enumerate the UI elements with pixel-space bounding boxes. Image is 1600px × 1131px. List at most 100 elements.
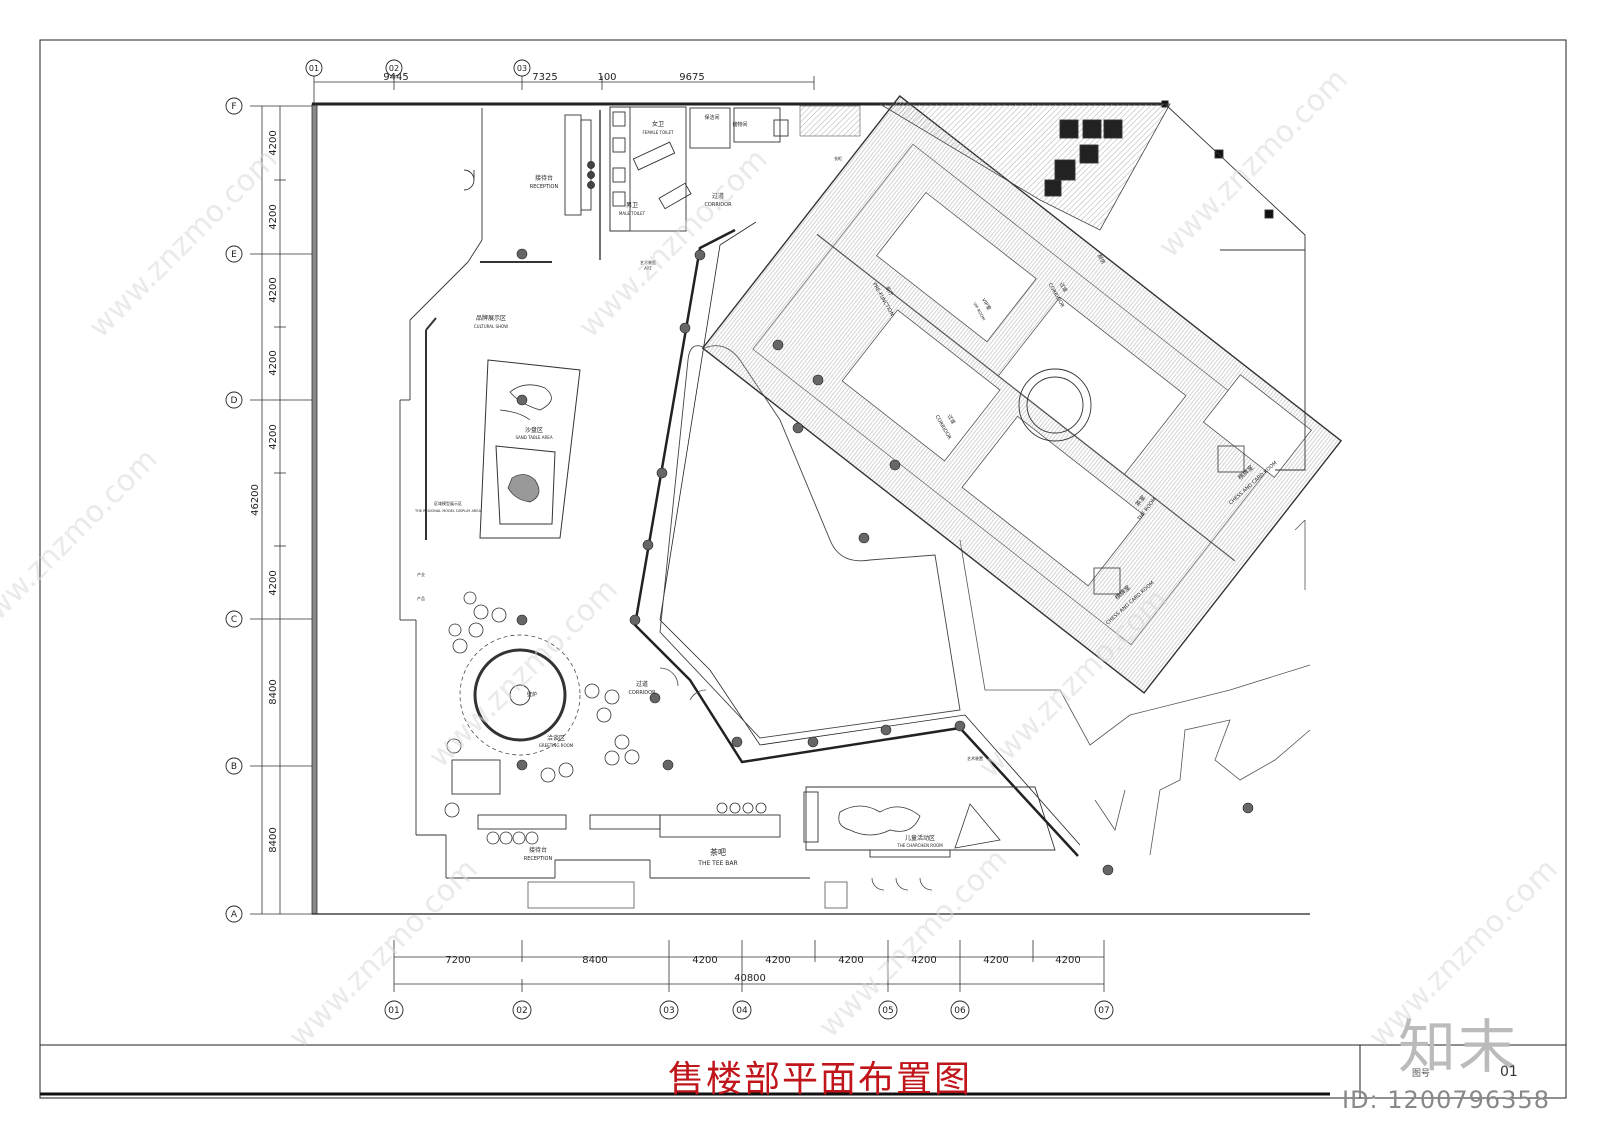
label-teabar-en: THE TEE BAR — [697, 860, 737, 867]
label-greeting-cn: 洽谈区 — [547, 734, 565, 742]
svg-text:www.znzmo.com: www.znzmo.com — [82, 142, 285, 345]
image-id: ID: 1200796358 — [1342, 1086, 1550, 1114]
label-reception2-en: RECEPTION — [524, 856, 553, 862]
label-cleaning: 保洁间 — [704, 114, 719, 121]
svg-text:www.znzmo.com: www.znzmo.com — [812, 842, 1015, 1045]
bottom-axis-label: 02 — [516, 1006, 527, 1016]
bottom-dim-value: 7200 — [445, 955, 470, 966]
label-corridor-r1-cn: 过道 — [946, 413, 957, 425]
bottom-axis-label: 01 — [388, 1006, 399, 1016]
bottom-axis-label: 04 — [736, 1006, 748, 1016]
greeting-lounge — [451, 634, 1056, 858]
bottom-dim-value: 4200 — [1055, 955, 1080, 966]
structural-columns — [516, 248, 1254, 876]
label-male-toilet: 男卫 — [626, 202, 638, 209]
label-regional-en: THE REGIONAL MODEL DISPLAY AREA — [414, 509, 482, 513]
left-dim-value: 4200 — [268, 204, 279, 229]
left-axis-label: A — [231, 910, 238, 920]
bottom-dim-value: 4200 — [692, 955, 717, 966]
bottom-dim-value: 4200 — [983, 955, 1008, 966]
top-axis-bubbles — [305, 59, 531, 77]
label-corridor-r2-cn: 过道 — [1058, 281, 1069, 293]
left-dim-value: 8400 — [268, 679, 279, 704]
left-axis-label: C — [231, 615, 237, 625]
top-axis-label: 01 — [309, 64, 319, 73]
label-greeting-en: GREETING ROOM — [539, 743, 574, 748]
bottom-dimension-line — [393, 940, 1105, 992]
label-corridor-mid-cn: 过道 — [636, 680, 648, 688]
label-culture-en: CULTURAL SHOW — [474, 324, 508, 329]
left-dim-value: 4200 — [268, 350, 279, 375]
label-corridor-top-cn: 过道 — [712, 192, 724, 200]
rotated-building — [701, 94, 1343, 694]
label-male-toilet-en: MALE TOILET — [619, 211, 646, 216]
label-children-en: THE CHARCHEN ROOM — [896, 843, 943, 848]
bottom-dim-value: 4200 — [911, 955, 936, 966]
bottom-axis-label: 07 — [1098, 1006, 1109, 1016]
top-dim-value: 100 — [597, 72, 616, 83]
left-axis-label: F — [231, 102, 236, 112]
bottom-dim-value: 4200 — [765, 955, 790, 966]
service-block — [399, 106, 848, 909]
left-axis-label: B — [231, 762, 237, 772]
svg-text:www.znzmo.com: www.znzmo.com — [1152, 62, 1355, 265]
stair-hatch — [799, 105, 861, 137]
svg-text:www.znzmo.com: www.znzmo.com — [422, 572, 625, 775]
left-dim-value: 4200 — [268, 130, 279, 155]
top-dim-value: 7325 — [532, 72, 557, 83]
top-axis-label: 02 — [389, 64, 399, 73]
left-axis-label: D — [231, 396, 238, 406]
left-axis-bubbles — [225, 97, 243, 923]
lounge-chairs — [444, 591, 767, 845]
top-dim-value: 9675 — [679, 72, 704, 83]
left-dim-value: 4200 — [268, 424, 279, 449]
sheet-number: 01 — [1500, 1064, 1518, 1080]
svg-text:www.znzmo.com: www.znzmo.com — [0, 442, 165, 645]
left-dimension-line — [250, 105, 312, 915]
label-reception-en: RECEPTION — [530, 184, 559, 190]
left-dim-value: 4200 — [268, 277, 279, 302]
label-corridor-top-en: CORRIDOR — [704, 202, 732, 208]
chess-tables — [1093, 445, 1245, 595]
bottom-total-dim: 40800 — [734, 973, 766, 984]
label-female-toilet: 女卫 — [652, 120, 664, 128]
label-reception2-cn: 接待台 — [529, 846, 547, 854]
label-regional-cn: 区域模型展示区 — [434, 500, 462, 506]
label-kitchen: 厨房 — [1096, 253, 1107, 265]
top-dimension-line — [313, 76, 815, 104]
left-dim-value: 8400 — [268, 827, 279, 852]
label-art-lower: 艺术装置 — [967, 755, 983, 761]
landscape-lines — [959, 519, 1311, 856]
sheet-number-label: 图号 — [1412, 1069, 1431, 1079]
bottom-axis-label: 06 — [954, 1006, 966, 1016]
label-stove: 壁炉 — [527, 691, 537, 698]
upper-right-kitchen — [1044, 103, 1306, 471]
sand-table-area — [479, 359, 581, 539]
round-table — [1018, 368, 1092, 442]
label-culture-cn: 品牌展示区 — [476, 314, 506, 322]
label-prefunction-cn: 前厅 — [884, 285, 895, 297]
left-axis-label: E — [231, 250, 237, 260]
label-cabinet-2: 产品 — [417, 595, 425, 601]
bottom-axis-label: 03 — [663, 1006, 674, 1016]
top-dim-value: 9445 — [383, 72, 408, 83]
label-storage: 储物间 — [732, 121, 747, 128]
label-wardrobe: 衣柜 — [834, 155, 842, 161]
brand-logo: 知末 — [1398, 1013, 1519, 1081]
left-total-dim: 46200 — [250, 484, 261, 516]
bottom-dim-value: 8400 — [582, 955, 607, 966]
label-corridor-mid-en: CORRIDOR — [628, 690, 656, 696]
label-teabar-cn: 茶吧 — [710, 847, 726, 857]
label-female-toilet-en: FEMALE TOILET — [642, 130, 674, 135]
label-reception-cn: 接待台 — [535, 174, 553, 182]
label-children-cn: 儿童活动区 — [905, 834, 935, 842]
label-art-top-en: ART — [644, 266, 652, 271]
label-sand-cn: 沙盘区 — [525, 426, 543, 434]
left-dim-value: 4200 — [268, 570, 279, 595]
label-cabinet-1: 产业 — [417, 571, 425, 577]
bottom-axis-label: 05 — [882, 1006, 893, 1016]
drawing-title: 售楼部平面布置图 — [667, 1059, 972, 1100]
outer-frame — [39, 39, 1567, 1099]
bottom-axis-bubbles — [384, 1000, 1114, 1020]
